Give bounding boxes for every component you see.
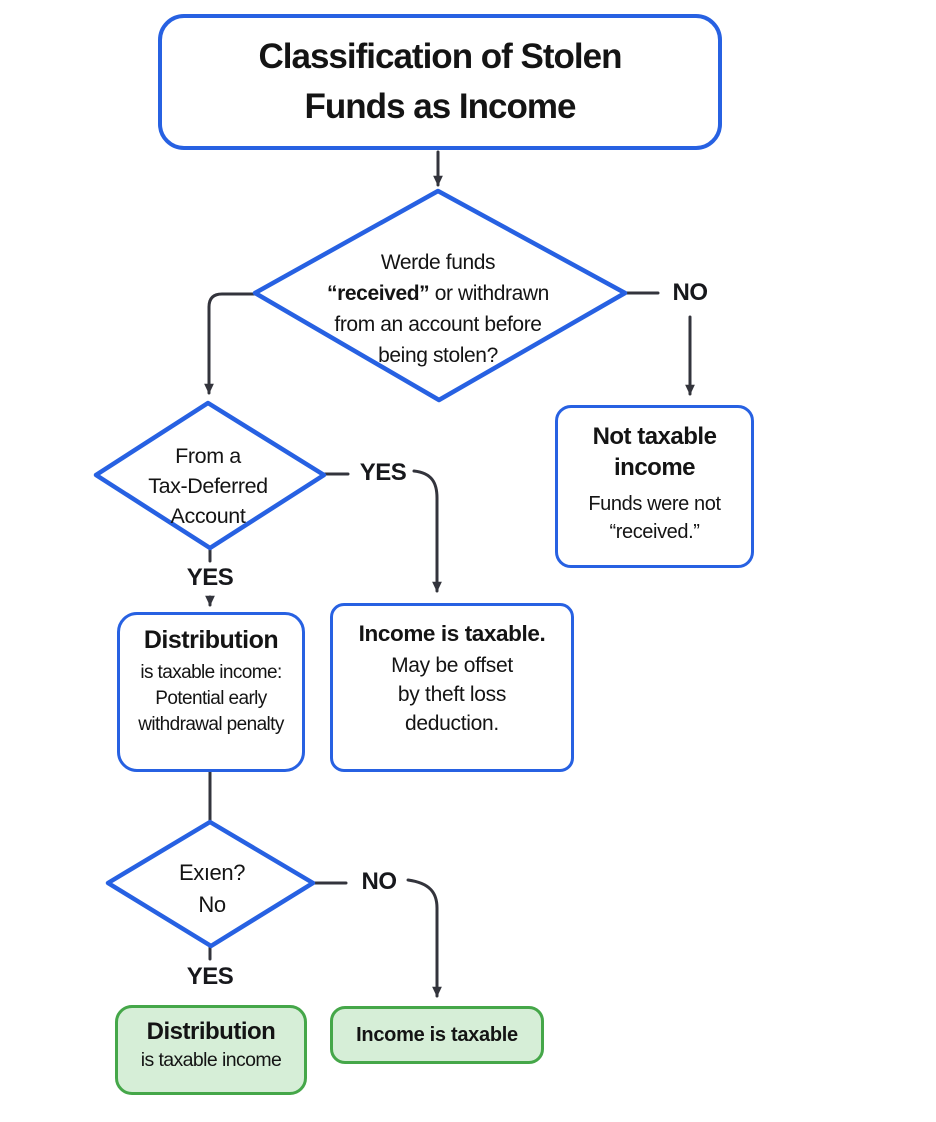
distribution-body: is taxable income: Potential early withd… xyxy=(120,660,302,738)
received-line-3: from an account before xyxy=(334,313,542,336)
diamond-extent-text: Exıen? No xyxy=(132,857,292,921)
received-bold-word: “received” xyxy=(327,282,430,305)
edge-label-no-extent: NO xyxy=(361,868,398,895)
income-taxable-final-node: Income is taxable xyxy=(330,1006,544,1064)
distribution-body-line-3: withdrawal penalty xyxy=(138,714,284,735)
distribution-body-line-1: is taxable income: xyxy=(140,662,282,683)
diamond-tax-deferred-text: From a Tax-Deferred Account xyxy=(109,441,307,531)
received-line-1: Werde funds xyxy=(380,251,496,274)
decision-diamond-funds-received xyxy=(252,188,628,403)
edge-label-yes-extent: YES xyxy=(186,963,234,990)
extent-line-1: Exıen? xyxy=(178,860,246,885)
edge-label-yes-taxdeferred-down: YES xyxy=(186,564,234,591)
edge-label-no-received: NO xyxy=(672,279,709,306)
connector-yes-to-income-taxable-box xyxy=(412,469,442,593)
title-line-1: Classification of Stolen xyxy=(258,37,623,77)
distribution-title: Distribution xyxy=(143,626,279,654)
distribution-final-node: Distribution is taxable income xyxy=(115,1005,307,1095)
income-taxable-body: May be offset by theft loss deduction. xyxy=(333,651,571,738)
distribution-body-line-2: Potential early xyxy=(155,688,267,709)
title-node: Classification of Stolen Funds as Income xyxy=(158,14,722,150)
title-line-2: Funds as Income xyxy=(304,87,577,126)
not-taxable-income-node: Not taxable income Funds were not “recei… xyxy=(555,405,754,568)
taxdef-line-1: From a xyxy=(175,444,241,468)
diamond-funds-received-text: Werde funds “received” or withdrawn from… xyxy=(268,247,608,371)
not-taxable-body-line-1: Funds were not xyxy=(588,493,721,515)
not-taxable-title-line-2: income xyxy=(613,454,696,481)
income-taxable-final-title: Income is taxable xyxy=(356,1023,518,1046)
income-taxable-body-line-3: deduction. xyxy=(405,712,499,735)
not-taxable-body: Funds were not “received.” xyxy=(558,490,751,546)
not-taxable-title: Not taxable income xyxy=(558,421,751,483)
distribution-final-body: is taxable income xyxy=(140,1049,282,1071)
edge-label-yes-taxdeferred-right: YES xyxy=(359,459,407,486)
received-line-2-rest: or withdrawn xyxy=(429,282,550,305)
taxdef-line-3: Account xyxy=(170,504,246,528)
not-taxable-title-line-1: Not taxable xyxy=(592,423,717,450)
income-taxable-body-line-2: by theft loss xyxy=(397,683,507,706)
decision-diamond-extent xyxy=(105,819,316,949)
income-taxable-title: Income is taxable. xyxy=(358,621,546,646)
distribution-node: Distribution is taxable income: Potentia… xyxy=(117,612,305,772)
taxdef-line-2: Tax-Deferred xyxy=(148,474,268,498)
connector-received-left-to-taxdeferred-diamond xyxy=(204,292,257,395)
received-line-4: being stolen? xyxy=(378,344,498,367)
not-taxable-body-line-2: “received.” xyxy=(609,521,700,543)
received-line-2: “received” or withdrawn xyxy=(268,278,608,309)
connector-no-to-income-taxable-final-box xyxy=(406,878,442,998)
extent-line-2: No xyxy=(198,892,226,917)
income-taxable-node: Income is taxable. May be offset by thef… xyxy=(330,603,574,772)
distribution-final-title: Distribution xyxy=(146,1018,276,1045)
decision-diamond-tax-deferred xyxy=(93,400,327,551)
income-taxable-body-line-1: May be offset xyxy=(391,654,513,677)
